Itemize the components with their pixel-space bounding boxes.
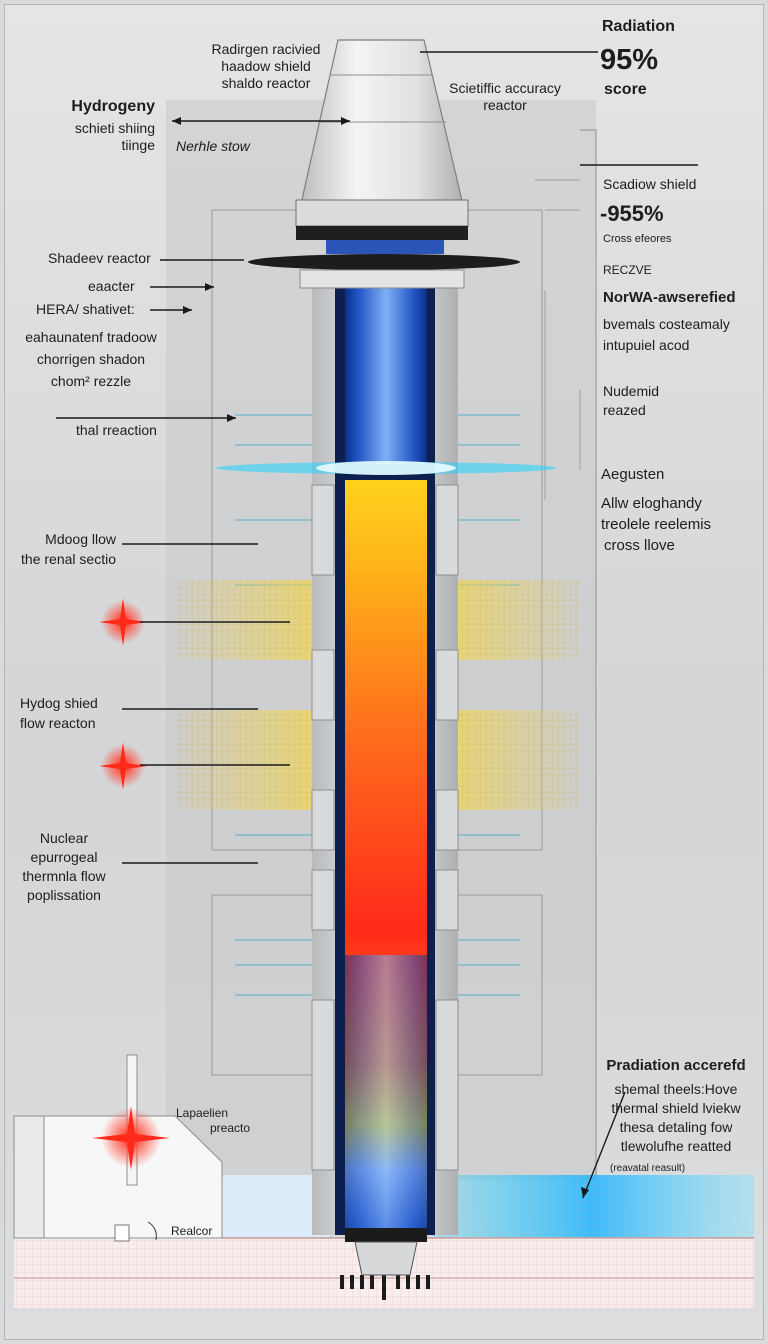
label-line: eahaunatenf tradoow: [25, 329, 157, 345]
aegusten-label: Aegusten: [601, 466, 665, 483]
label-line: shemal theels:Hove: [614, 1081, 738, 1097]
label-line: Lapaelien: [176, 1106, 229, 1120]
radiation-title: Radiation: [602, 18, 675, 35]
label-line: flow reacton: [20, 715, 96, 731]
mdoog-label: Mdoog llow the renal sectio: [10, 529, 116, 569]
realcor-label: Realcor: [171, 1224, 213, 1238]
thermal-grid-band-upper: [175, 580, 580, 660]
label-line: Nuclear: [39, 830, 89, 846]
radiation-value: 95%: [600, 44, 659, 76]
label-line: chom² rezzle: [50, 373, 132, 389]
label-line: tiinge: [121, 137, 155, 153]
label-line: reactor: [483, 97, 527, 113]
label-line: Nudemid: [603, 383, 660, 399]
label-accuracy: Scietiffic accuracy reactor: [435, 80, 575, 114]
label-line: shaldo reactor: [221, 75, 311, 91]
shadow-shield-title: Scadiow shield: [603, 176, 697, 192]
label-line: Scietiffic accuracy: [449, 80, 561, 96]
shield-flange: [248, 254, 520, 270]
reczve-label: RECZVE: [603, 263, 652, 277]
lapaelien-label: Lapaelien preacto: [176, 1106, 250, 1136]
nudemid-label: Nudemid reazed: [603, 382, 659, 420]
eah-block: eahaunatenf tradoow chorrigen shadon cho…: [16, 326, 166, 392]
label-line: tlewolufhe reatted: [620, 1138, 732, 1154]
shadeev-reactor-label: Shadeev reactor: [48, 250, 151, 266]
label-line: Hydog shied: [20, 695, 98, 711]
label-line: intupuiel acod: [603, 337, 690, 353]
eaacter-label: eaacter: [88, 278, 135, 294]
label-line: Radirgen racivied: [211, 41, 321, 57]
pradiation-sub: shemal theels:Hove thermal shield lviekw…: [596, 1080, 756, 1156]
shadow-shield-value: -955%: [600, 201, 664, 226]
thermal-grid-band-lower: [175, 710, 580, 810]
label-line: chorrigen shadon: [36, 351, 146, 367]
thal-reaction-label: thal rreaction: [76, 422, 157, 438]
hera-label: HERA/ shativet:: [36, 301, 135, 317]
label-line: haadow shield: [221, 58, 311, 74]
radiation-burst-icon: [99, 598, 147, 646]
label-top-center: Radirgen racivied haadow shield shaldo r…: [186, 41, 346, 92]
hydrogen-sub: schieti shiing tiinge: [40, 120, 155, 154]
label-line: schieti shiing: [74, 120, 155, 136]
label-line: thermal shield lviekw: [611, 1100, 741, 1116]
hydog-label: Hydog shied flow reacton: [20, 693, 98, 733]
label-line: Allw eloghandy: [601, 495, 702, 512]
label-line: cross llove: [604, 537, 675, 554]
shadow-shield-caption: Cross efeores: [603, 233, 672, 245]
label-line: the renal sectio: [21, 551, 116, 567]
label-line: thermnla flow: [22, 868, 106, 884]
nerhle-label: Nerhle stow: [176, 138, 250, 154]
hydrogen-title: Hydrogeny: [71, 98, 155, 115]
label-line: treolele reelemis: [601, 516, 712, 533]
coolant-column-upper: [345, 270, 427, 465]
radiation-burst-icon: [99, 742, 147, 790]
label-line: poplissation: [27, 887, 101, 903]
label-line: Mdoog llow: [45, 531, 116, 547]
norwa-title: NorWA-awserefied: [603, 289, 736, 306]
label-line: preacto: [210, 1121, 251, 1135]
pradiation-small: (reavatal reasult): [610, 1163, 686, 1174]
label-line: epurrogeal: [30, 849, 98, 865]
label-line: bvemals costeamaly: [603, 316, 730, 332]
radiation-caption: score: [604, 81, 647, 98]
norwa-sub: bvemals costeamaly intupuiel acod: [603, 314, 730, 356]
label-line: thesa detaling fow: [619, 1119, 733, 1135]
label-line: reazed: [603, 402, 646, 418]
nuclear-label: Nuclear epurrogeal thermnla flow popliss…: [6, 829, 122, 905]
radiation-burst-icon: [92, 1106, 170, 1170]
allw-block: Allw eloghandy treolele reelemis cross l…: [601, 493, 711, 556]
pradiation-title: Pradiation accerefd: [606, 1057, 746, 1074]
